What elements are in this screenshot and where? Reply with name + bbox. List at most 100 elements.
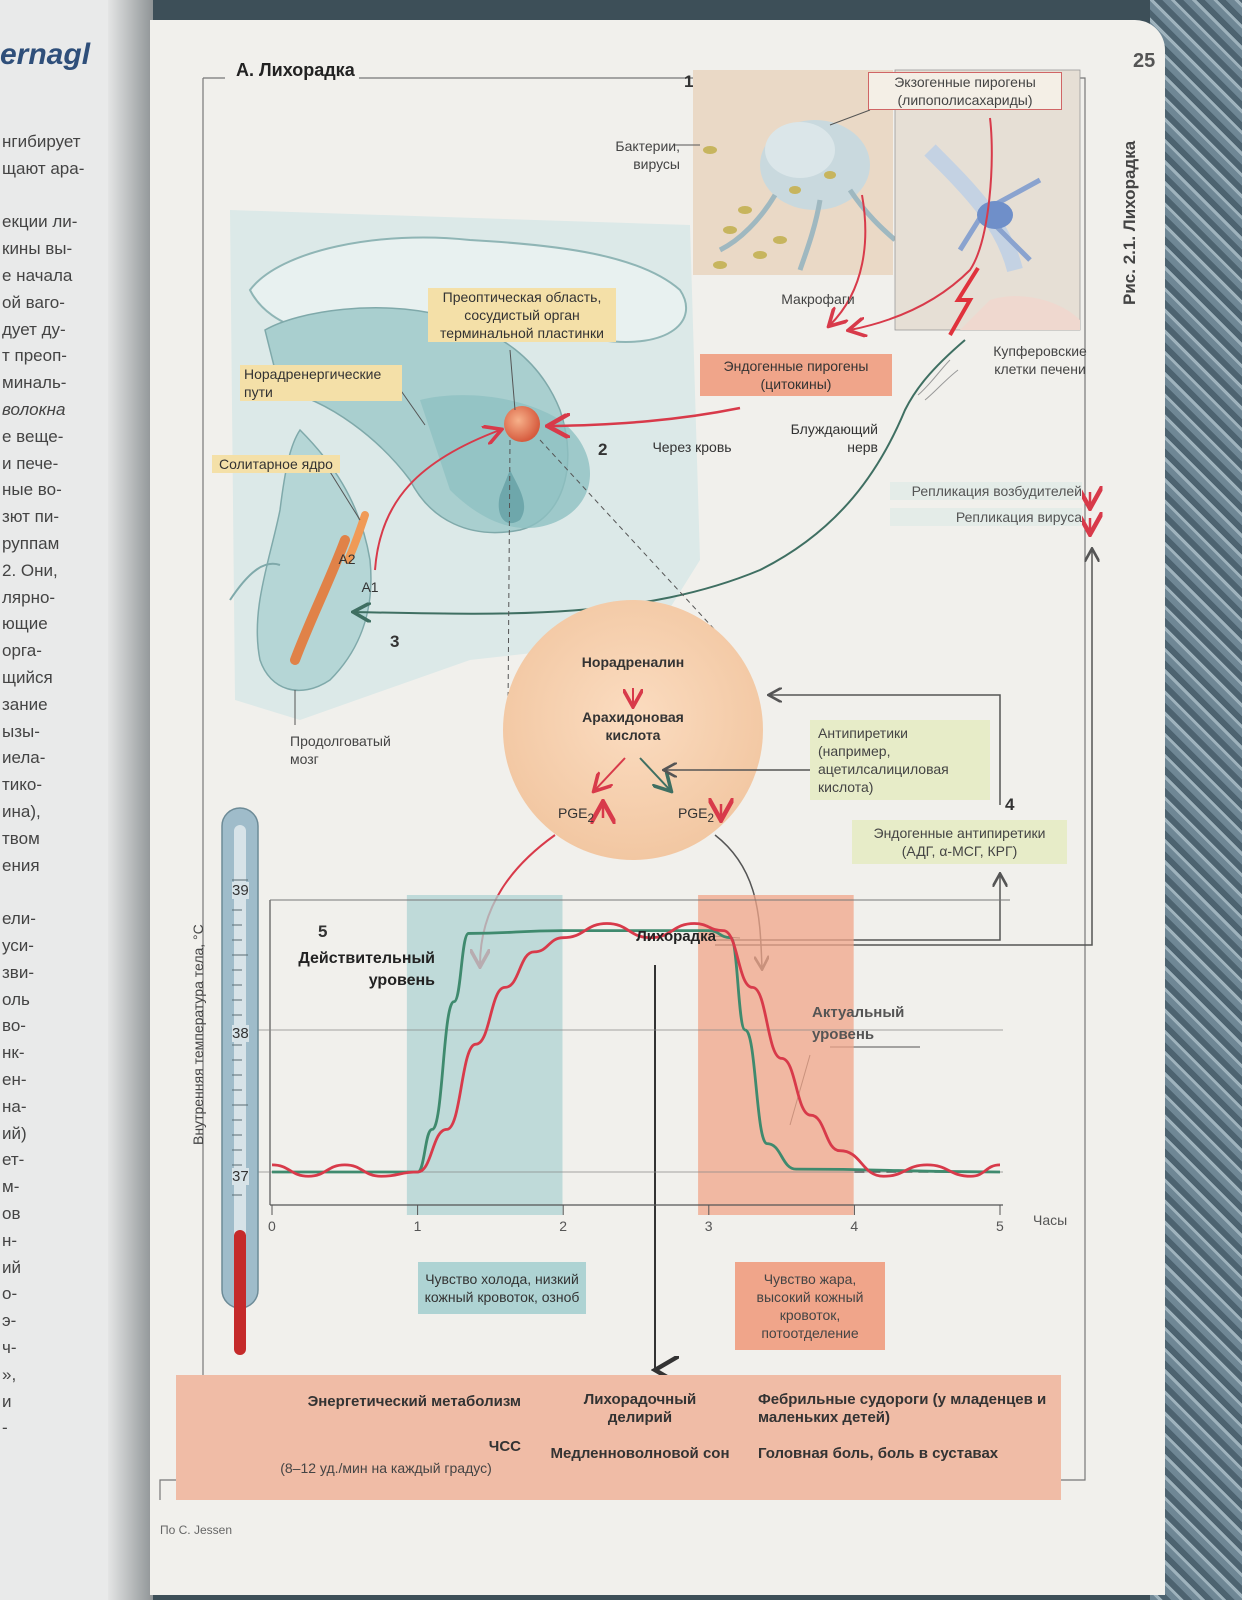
left-page-line: э- (2, 1311, 17, 1331)
left-page-line: зют пи- (2, 507, 60, 527)
left-page-line: о- (2, 1284, 18, 1304)
left-page-line: нгибирует (2, 132, 81, 151)
left-page-line: ов (2, 1204, 21, 1223)
pge2-up-label: PGE2 (548, 804, 594, 828)
marker-4: 4 (1005, 795, 1015, 814)
x-tick-label-4: 4 (850, 1218, 859, 1234)
noradrenaline-label: Норадреналин (581, 654, 685, 670)
fever-label: Лихорадка (636, 928, 716, 945)
left-page-line: ызы- (2, 721, 40, 741)
marker-5: 5 (318, 922, 328, 941)
febrile-seizures-label: Фебрильные судороги (у младенцев и мален… (758, 1391, 1047, 1426)
x-tick-label-0: 0 (268, 1218, 276, 1234)
heart-rate-label: ЧСС (488, 1438, 521, 1455)
left-page-line: и пече- (2, 453, 59, 473)
arachidonic-acid-label: Арахидоновая кислота (582, 709, 684, 743)
left-page-line: во- (2, 1016, 26, 1036)
a1-label: A1 (361, 579, 379, 595)
left-page-line: 2. Они, (2, 560, 58, 580)
left-page-line: ет- (2, 1150, 25, 1170)
arrow-macrophage-to-cytokines (830, 194, 867, 325)
medulla-label: Продолговатый мозг (290, 733, 391, 767)
left-page-line: кины вы- (2, 239, 73, 259)
arrow-aa-to-pge-down (639, 757, 670, 790)
section-title: А. Лихорадка (232, 60, 359, 81)
left-page-line: волокна (2, 400, 66, 419)
left-page-line: ные во- (2, 480, 62, 500)
y-axis-title: Внутренняя температура тела, °C (190, 924, 206, 1145)
heart-rate-note: (8–12 уд./мин на каждый градус) (280, 1460, 492, 1476)
replication-pathogens-label: Репликация возбудителей (890, 482, 1082, 500)
left-page-line: екции ли- (2, 212, 78, 232)
arrow-via-blood (550, 406, 741, 426)
left-page-line: лярно- (2, 587, 56, 607)
left-page-line: ели- (2, 909, 36, 929)
preoptic-nucleus-marker (504, 406, 540, 442)
arachidonic-pathway-circle (503, 600, 763, 860)
temperature-chart (250, 895, 1010, 1215)
y-tick-label-38: 38 (232, 1025, 249, 1042)
left-page-line: иела- (2, 748, 46, 768)
marker-1: 1 (684, 72, 694, 91)
pge2-up-text: PGE (557, 805, 588, 821)
left-page-line: щийся (2, 668, 53, 687)
arrow-kupffer-to-cytokines (850, 117, 993, 330)
actual-level-label: Актуальный уровень (812, 1004, 905, 1043)
left-page-line: ения (2, 855, 40, 875)
connector-exo (829, 109, 871, 126)
left-page-line: н- (2, 1230, 18, 1250)
vagus-nerve-label: Блуждающий нерв (790, 421, 878, 455)
heat-sensation-label: Чувство жара, высокий кожный кровоток, п… (735, 1262, 885, 1350)
slow-wave-sleep-label: Медленноволновой сон (550, 1445, 730, 1462)
y-tick-label-37: 37 (232, 1168, 249, 1185)
pge2-down-text: PGE (677, 805, 708, 821)
left-page-line: ий) (2, 1123, 27, 1143)
left-page-line: щают ара- (2, 158, 85, 178)
left-page-line: - (2, 1418, 8, 1438)
left-page-line: зви- (2, 962, 34, 982)
left-page-line: и (2, 1391, 12, 1411)
left-page-line: ина), (2, 802, 41, 821)
macrophages-label: Макрофаги (781, 291, 855, 307)
left-page-line: руппам (2, 534, 60, 553)
arrow-endo-antipyretics (770, 695, 1001, 805)
left-page-line: ий (2, 1257, 21, 1277)
pge2-up-subscript: 2 (587, 811, 594, 825)
left-page-line: твом (2, 828, 40, 848)
set-level-curve (271, 929, 1001, 1174)
set-level-label: Действительный уровень (298, 950, 435, 989)
page-number: 25 (1133, 50, 1156, 72)
left-page-line: е веще- (2, 426, 64, 446)
headache-label: Головная боль, боль в суставах (758, 1445, 999, 1462)
zoom-line-right (539, 439, 716, 631)
marker-2: 2 (598, 440, 608, 459)
antipyretics-label: Антипиретики (например, ацетилсалицилова… (810, 720, 990, 800)
left-page-line: миналь- (2, 373, 67, 393)
solitary-nucleus-label: Солитарное ядро (212, 455, 340, 473)
figure-side-caption: Рис. 2.1. Лихорадка (1120, 140, 1139, 305)
connector-solitary (326, 466, 361, 521)
actual-level-curve (271, 922, 1001, 1178)
pge2-down-label: PGE2 (668, 804, 714, 828)
arrow-aa-to-pge-up (595, 757, 626, 790)
x-tick-label-1: 1 (413, 1218, 422, 1234)
nerve-fibers (917, 359, 959, 401)
fever-effects-box: Энергетический метаболизм ЧСС (8–12 уд./… (176, 1375, 1061, 1500)
arrow-noradrenergic (374, 430, 500, 571)
figure-credit: По C. Jessen (160, 1523, 232, 1537)
arrow-vagus-nerve (355, 339, 966, 614)
left-page-line: е начала (2, 266, 73, 285)
x-tick-label-2: 2 (559, 1218, 567, 1234)
x-tick-label-5: 5 (996, 1218, 1004, 1234)
preoptic-area-label: Преоптическая область, сосудистый орган … (428, 288, 616, 342)
connector-preoptic (509, 349, 516, 411)
left-page-line: дует ду- (2, 319, 66, 339)
left-page-header: ernagl (0, 38, 91, 71)
energy-metabolism-label: Энергетический метаболизм (307, 1393, 521, 1410)
left-page-line: ющие (2, 614, 48, 634)
kupffer-cells-label: Купферовские клетки печени (993, 343, 1087, 377)
bacteria-panel (693, 70, 897, 275)
left-page-line: тико- (2, 775, 43, 795)
left-page-line: зание (2, 694, 48, 714)
